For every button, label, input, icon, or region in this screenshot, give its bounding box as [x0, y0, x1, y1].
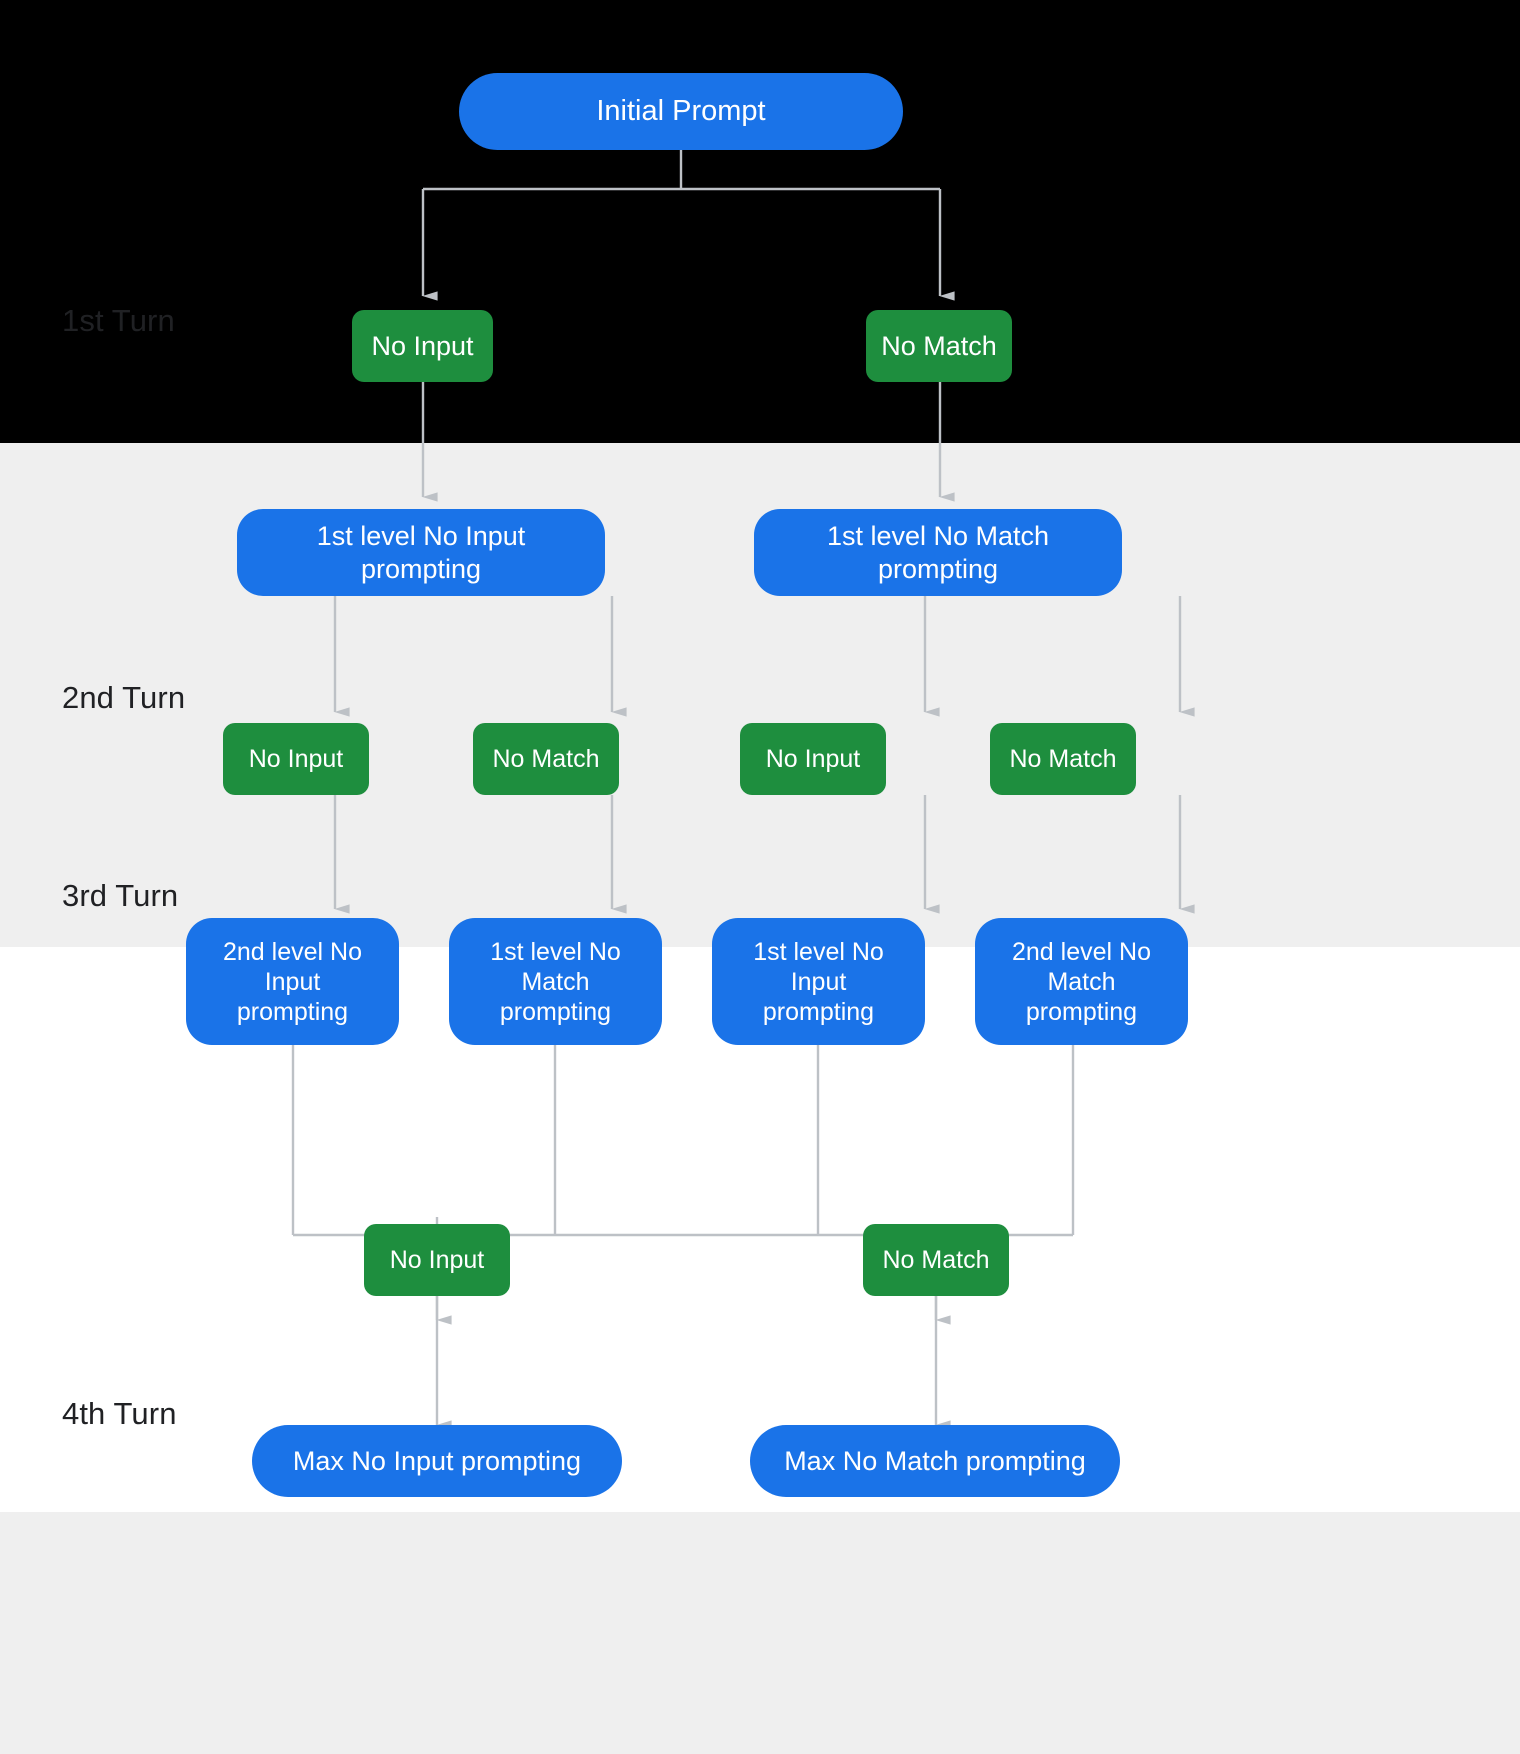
node-1st-level-no-match-prompting-t3[interactable]: 1st level No Match prompting — [449, 918, 662, 1045]
turn-label-4th: 4th Turn — [62, 1396, 177, 1431]
node-3rd-turn-no-input[interactable]: No Input — [364, 1224, 510, 1296]
node-1st-turn-no-input[interactable]: No Input — [352, 310, 493, 382]
node-max-no-input-prompting[interactable]: Max No Input prompting — [252, 1425, 622, 1497]
node-1st-level-no-input-prompting[interactable]: 1st level No Input prompting — [237, 509, 605, 596]
node-2nd-turn-no-match-a[interactable]: No Match — [473, 723, 619, 795]
node-1st-turn-no-match[interactable]: No Match — [866, 310, 1012, 382]
node-2nd-level-no-input-prompting[interactable]: 2nd level No Input prompting — [186, 918, 399, 1045]
turn-label-3rd: 3rd Turn — [62, 878, 179, 913]
node-2nd-turn-no-input-b[interactable]: No Input — [740, 723, 886, 795]
node-2nd-turn-no-match-b[interactable]: No Match — [990, 723, 1136, 795]
band-1st-turn — [0, 0, 1520, 443]
node-initial-prompt[interactable]: Initial Prompt — [459, 73, 903, 150]
node-2nd-level-no-match-prompting[interactable]: 2nd level No Match prompting — [975, 918, 1188, 1045]
turn-label-1st: 1st Turn — [62, 303, 175, 338]
band-4th-turn — [0, 1512, 1520, 1754]
node-max-no-match-prompting[interactable]: Max No Match prompting — [750, 1425, 1120, 1497]
node-1st-level-no-match-prompting[interactable]: 1st level No Match prompting — [754, 509, 1122, 596]
turn-label-2nd: 2nd Turn — [62, 680, 186, 715]
node-2nd-turn-no-input-a[interactable]: No Input — [223, 723, 369, 795]
node-3rd-turn-no-match[interactable]: No Match — [863, 1224, 1009, 1296]
node-1st-level-no-input-prompting-t3[interactable]: 1st level No Input prompting — [712, 918, 925, 1045]
